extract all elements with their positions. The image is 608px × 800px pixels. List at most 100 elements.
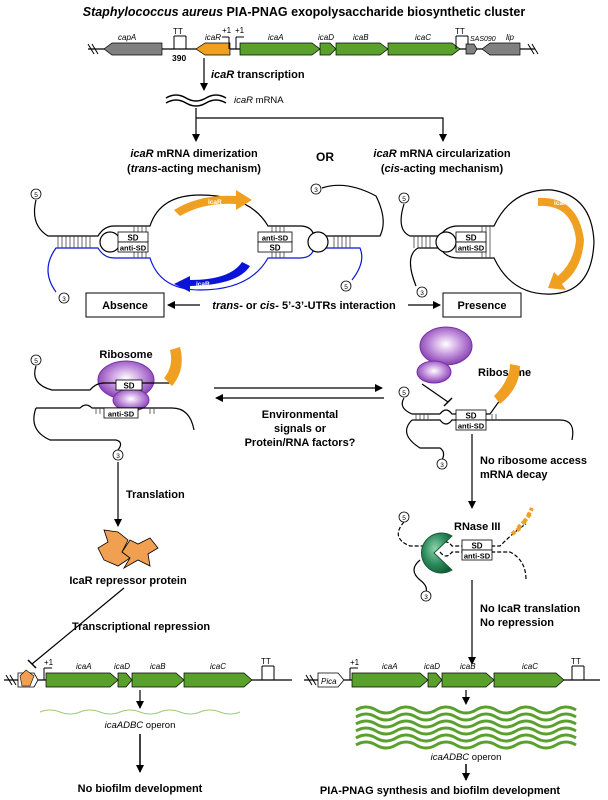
sd-box-left: SD <box>123 382 134 391</box>
five-prime-right: 5 <box>402 390 406 397</box>
no-access-label-2: mRNA decay <box>480 469 548 481</box>
rnase-label: RNase III <box>454 521 500 533</box>
faint-transcript-left <box>39 709 241 715</box>
plus1-right-operon: +1 <box>350 658 360 667</box>
icar-orange-arrow-dimer <box>174 190 252 216</box>
icar-orange-label-circ: icaR <box>554 200 568 207</box>
antisd-box-dimer-right: anti-SD <box>262 234 289 243</box>
abundant-transcripts-right <box>355 705 577 750</box>
icaB-label: icaB <box>353 33 369 42</box>
three-prime-right: 3 <box>440 462 444 469</box>
tt-terminator-1: TT <box>173 27 183 36</box>
icaD-gene <box>319 42 337 56</box>
icaD-label: icaD <box>318 33 334 42</box>
pica-label: Pica <box>321 677 337 686</box>
five-prime-rnase: 5 <box>402 515 406 522</box>
three-prime-circ: 3 <box>420 290 424 297</box>
sd-box-right: SD <box>465 412 476 421</box>
gene-cluster-top: capA TT 390 icaR +1 +1 icaA icaD icaB ic… <box>87 26 539 63</box>
five-prime-dimer-2: 5 <box>344 284 348 291</box>
no-repression-label: No repression <box>480 617 554 629</box>
operon-right: Pica +1 icaA icaD icaB icaC TT <box>304 657 600 688</box>
antisd-box-rnase: anti-SD <box>464 552 491 561</box>
utr-interaction-label: trans- or cis- 5’-3’-UTRs interaction <box>212 300 396 312</box>
five-prime-circ: 5 <box>402 196 406 203</box>
icaB-right: icaB <box>460 662 476 671</box>
three-prime-rnase: 3 <box>424 594 428 601</box>
capA-label: capA <box>118 33 136 42</box>
three-prime-dimer-1: 3 <box>62 296 66 303</box>
bp-390-label: 390 <box>172 53 186 63</box>
icaR-label: icaR <box>205 33 221 42</box>
transcription-label: icaR transcription <box>211 69 305 81</box>
sd-box-dimer-right: SD <box>269 244 280 253</box>
sas090-label: SAS090 <box>470 36 496 43</box>
icar-blue-arrow-dimer <box>174 262 250 292</box>
tt-terminator-2: TT <box>455 27 465 36</box>
mrna-label: icaR mRNA <box>234 95 284 106</box>
ribosome-right <box>416 326 473 384</box>
icar-repressor-protein <box>97 529 159 570</box>
capA-gene <box>103 42 163 56</box>
circularization-mechanism: (cis-acting mechanism) <box>381 163 504 175</box>
lip-label: lip <box>506 33 515 42</box>
no-access-label-1: No ribosome access <box>480 455 587 467</box>
icar-degraded-right <box>510 507 534 536</box>
page-title: Staphylococcus aureus PIA-PNAG exopolysa… <box>83 5 526 19</box>
outcome-left: No biofilm development <box>78 783 203 795</box>
dimerization-label: icaR mRNA dimerization <box>130 148 258 160</box>
icar-blue-label-dimer: icaR <box>196 281 210 288</box>
absence-box <box>85 292 165 318</box>
icar-nascent-right <box>494 364 520 404</box>
or-label: OR <box>316 150 334 164</box>
env-label-1: Environmental <box>262 409 338 421</box>
five-prime-left: 5 <box>34 358 38 365</box>
icaB-left: icaB <box>150 662 166 671</box>
icaC-gene <box>387 42 461 56</box>
plus1-icaA: +1 <box>235 26 245 35</box>
operon-label-left: icaADBC operon <box>105 720 176 731</box>
sd-box-circ: SD <box>465 234 476 243</box>
plus1-icaR: +1 <box>222 26 232 35</box>
icaA-label: icaA <box>268 33 284 42</box>
repression-label: Transcriptional repression <box>72 621 210 633</box>
three-prime-left: 3 <box>116 453 120 460</box>
tt-left: TT <box>261 657 271 666</box>
icaR-gene <box>195 42 231 56</box>
antisd-box-right: anti-SD <box>458 422 485 431</box>
antisd-box-circ: anti-SD <box>458 244 485 253</box>
lip-gene <box>481 42 521 56</box>
icaD-right: icaD <box>424 662 440 671</box>
icar-nascent-left <box>164 347 182 386</box>
plus1-left-operon: +1 <box>44 658 54 667</box>
icaC-right: icaC <box>522 662 538 671</box>
circularization-label: icaR mRNA circularization <box>373 148 510 160</box>
three-prime-dimer-2: 3 <box>314 187 318 194</box>
env-label-3: Protein/RNA factors? <box>245 437 356 449</box>
icar-orange-label-dimer: icaR <box>208 199 222 206</box>
mrna-wave <box>165 94 227 107</box>
icaA-left: icaA <box>76 662 92 671</box>
sd-box-dimer-left: SD <box>127 234 138 243</box>
ribosome-label-right: Ribosome <box>478 367 531 379</box>
repression-line <box>31 587 125 665</box>
outcome-right: PIA-PNAG synthesis and biofilm developme… <box>320 785 561 797</box>
icaC-left: icaC <box>210 662 226 671</box>
operon-left: +1 icaA icaD icaB icaC TT <box>4 657 292 688</box>
presence-label: Presence <box>458 300 507 312</box>
translation-label: Translation <box>126 489 185 501</box>
icaB-gene <box>335 42 389 56</box>
tt-right: TT <box>571 657 581 666</box>
no-translation-label: No IcaR translation <box>480 603 581 615</box>
icar-orange-arrow-circ <box>538 197 584 290</box>
five-prime-dimer-1: 5 <box>34 192 38 199</box>
antisd-box-left: anti-SD <box>108 410 135 419</box>
icaA-gene <box>239 42 321 56</box>
rnase-iii-enzyme <box>421 532 453 574</box>
dimerization-mechanism: (trans-acting mechanism) <box>127 163 261 175</box>
antisd-box-dimer-left: anti-SD <box>120 244 147 253</box>
repressor-label: IcaR repressor protein <box>69 575 187 587</box>
presence-box <box>442 292 522 318</box>
ribosome-label-left: Ribosome <box>99 349 152 361</box>
